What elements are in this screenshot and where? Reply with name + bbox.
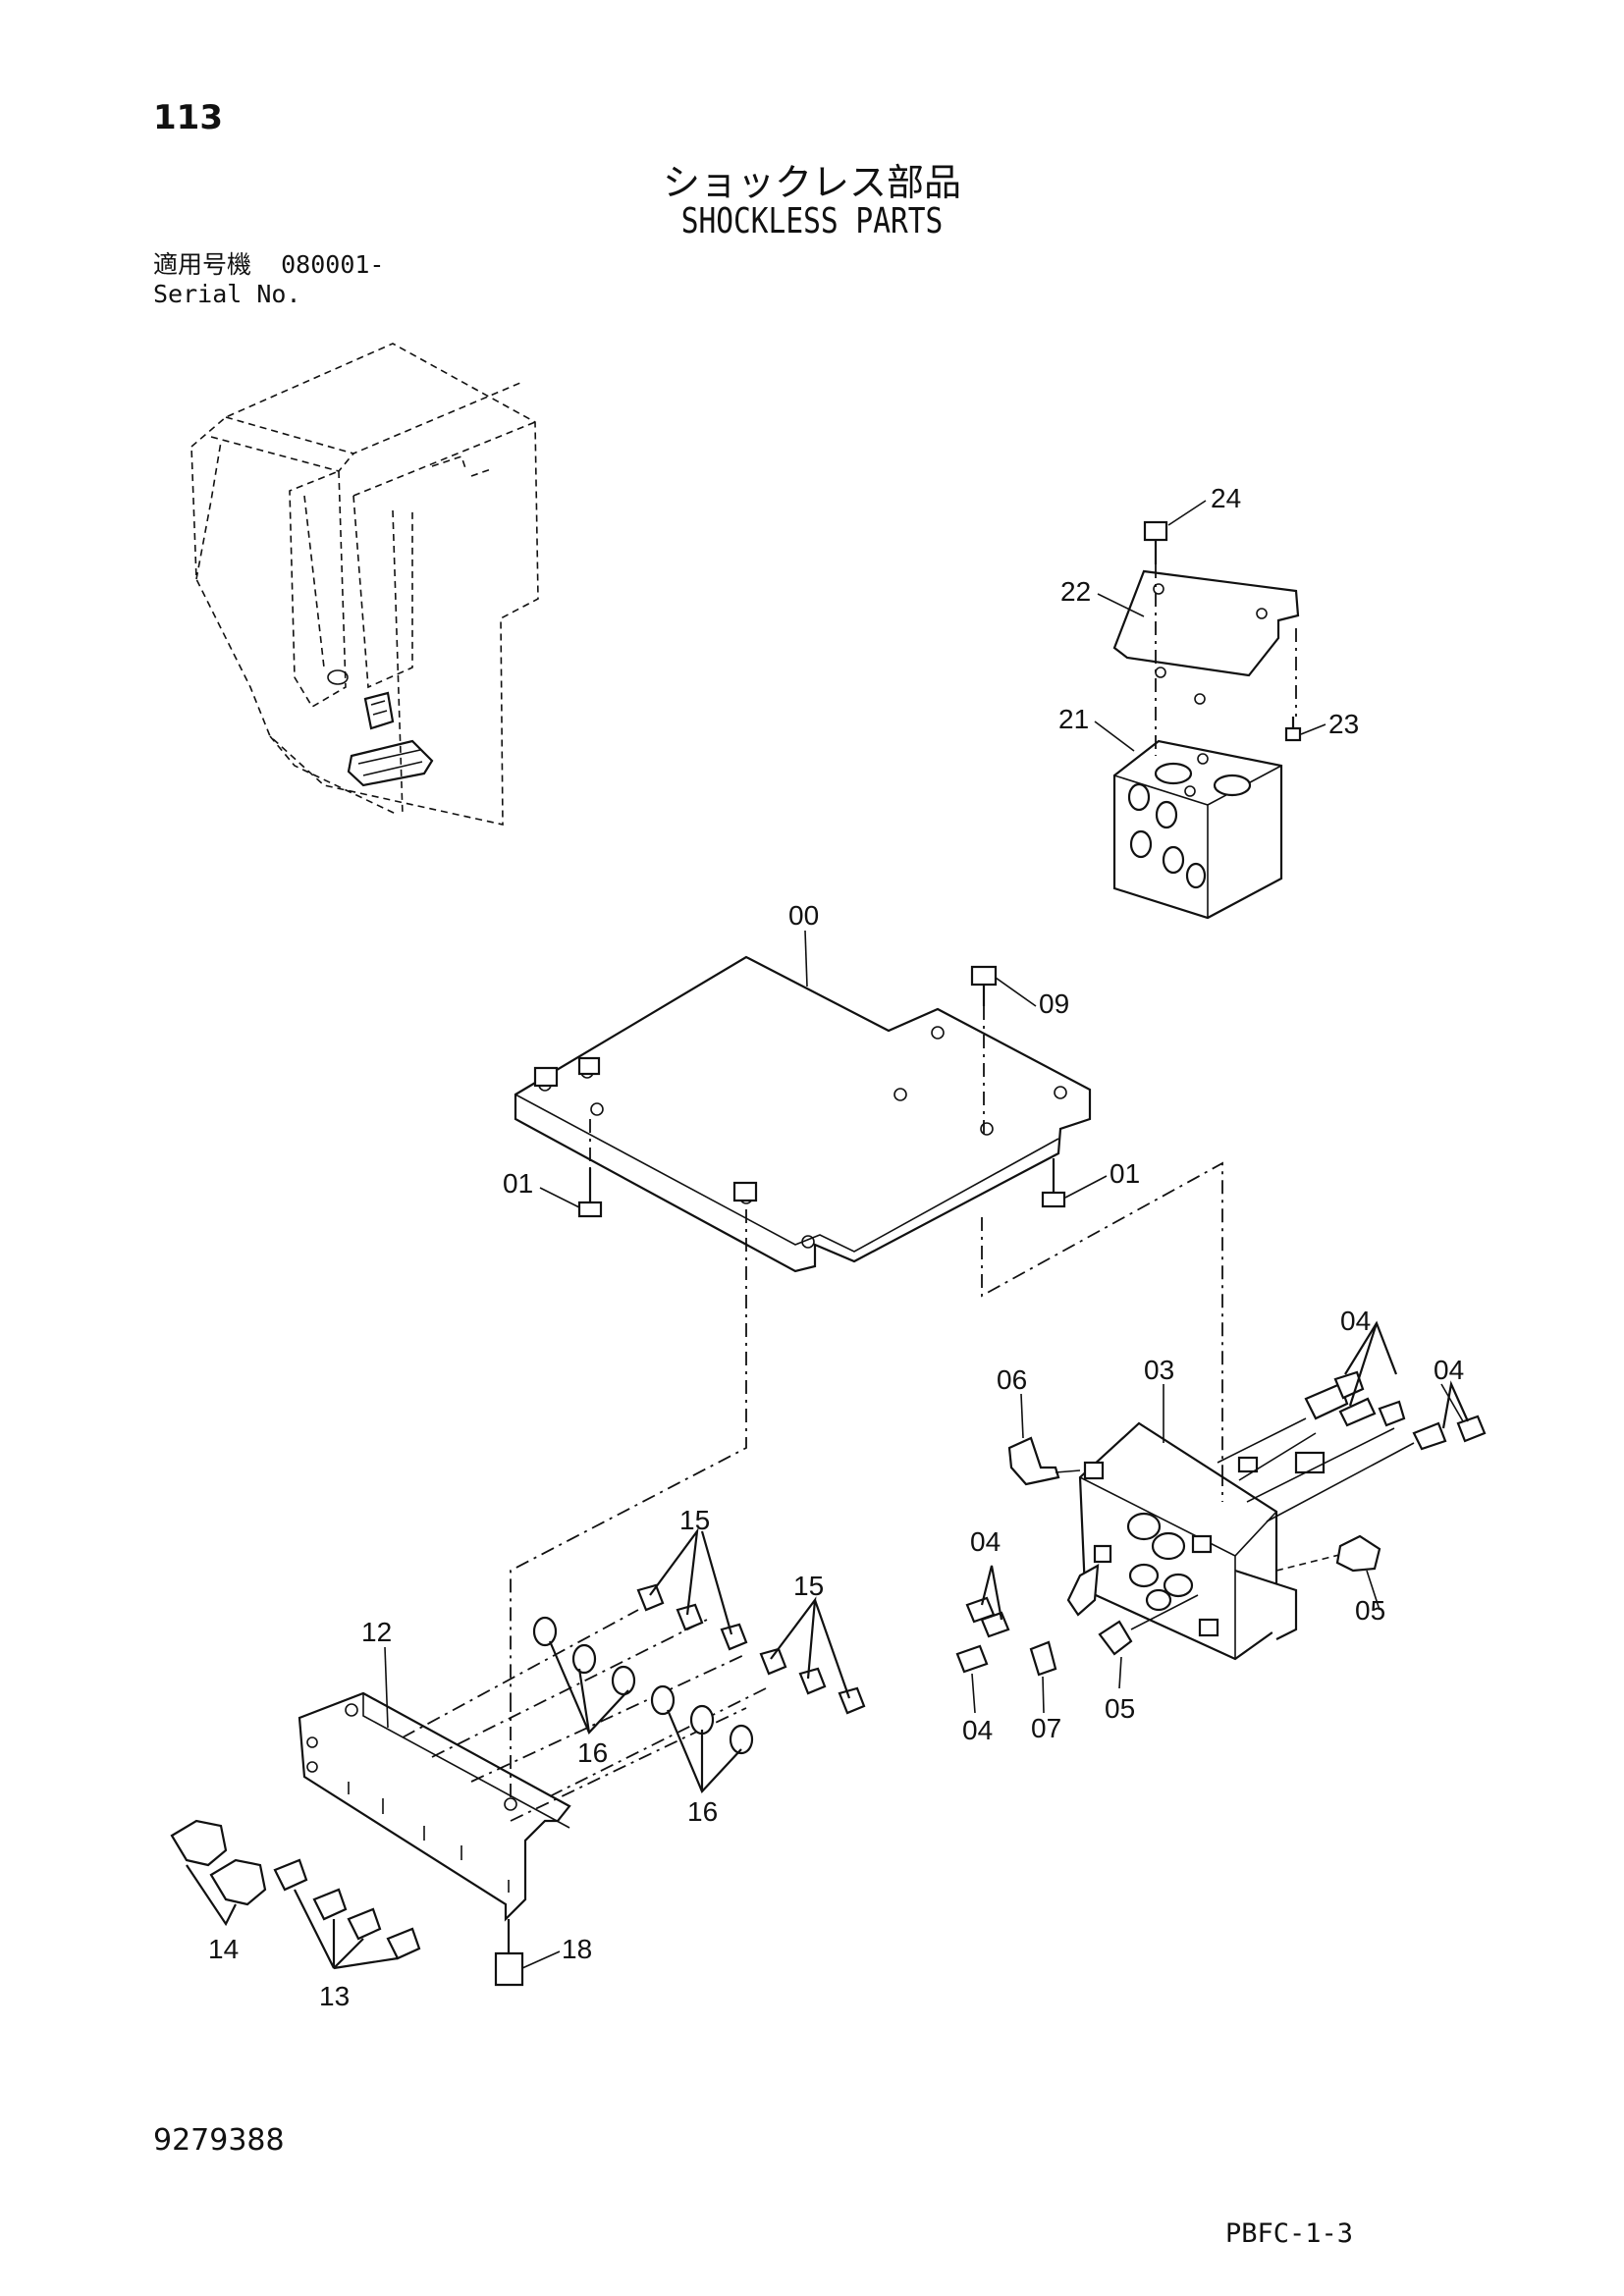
callout-labels: 24 22 21 23 00 09 01 01 06 03 04 04 04 0… (208, 483, 1464, 2011)
callout-04-top: 04 (1340, 1306, 1371, 1336)
serial-label-jp: 適用号機 (153, 250, 252, 279)
serial-range: 080001- (281, 250, 385, 279)
callout-00: 00 (788, 900, 819, 931)
callout-12: 12 (361, 1617, 392, 1647)
nut-15-group-left (636, 1583, 748, 1651)
callout-16-right: 16 (687, 1796, 718, 1827)
callout-05-right: 05 (1355, 1595, 1385, 1626)
connector-fittings-13 (273, 1858, 421, 1960)
valve-03-assembly (955, 1320, 1487, 1677)
callout-04-right: 04 (1434, 1355, 1464, 1385)
callout-07: 07 (1031, 1713, 1061, 1743)
callout-05-bottom: 05 (1105, 1693, 1135, 1724)
page-number: 113 (153, 98, 223, 137)
callout-13: 13 (319, 1981, 350, 2011)
callout-03: 03 (1144, 1355, 1174, 1385)
page-code: PBFC-1-3 (1225, 2218, 1354, 2249)
page-title-japanese: ショックレス部品 (662, 161, 961, 204)
callout-22: 22 (1060, 576, 1091, 607)
cab-overview-illustration (190, 343, 539, 826)
bracket-12-assembly (170, 1527, 866, 1987)
callout-15-right: 15 (793, 1571, 824, 1601)
callout-04-bottom: 04 (962, 1715, 993, 1745)
serial-label-en: Serial No. (153, 280, 301, 308)
callout-23: 23 (1328, 709, 1359, 739)
page-title-english: SHOCKLESS PARTS (680, 201, 944, 241)
valve-block-21-assembly (1112, 520, 1302, 920)
callout-15-left: 15 (679, 1505, 710, 1535)
callout-24: 24 (1211, 483, 1241, 513)
callout-04-left: 04 (970, 1526, 1001, 1557)
callout-leaders (384, 500, 1464, 1969)
callout-01-left: 01 (503, 1168, 533, 1199)
washer-16-group-right (650, 1684, 754, 1755)
callout-21: 21 (1058, 704, 1089, 734)
callout-16-left: 16 (577, 1737, 608, 1768)
washer-16-group-left (532, 1616, 636, 1696)
mounting-plate-00-assembly (510, 955, 1223, 1698)
serial-applicability: 適用号機 080001- Serial No. (153, 250, 384, 309)
callout-06: 06 (997, 1364, 1027, 1395)
document-number: 9279388 (153, 2123, 285, 2158)
nut-15-group-right (759, 1647, 866, 1715)
callout-18: 18 (562, 1934, 592, 1964)
callout-09: 09 (1039, 988, 1069, 1019)
callout-01-right: 01 (1110, 1158, 1140, 1189)
callout-14: 14 (208, 1934, 239, 1964)
elbow-fittings-14 (170, 1819, 267, 1906)
